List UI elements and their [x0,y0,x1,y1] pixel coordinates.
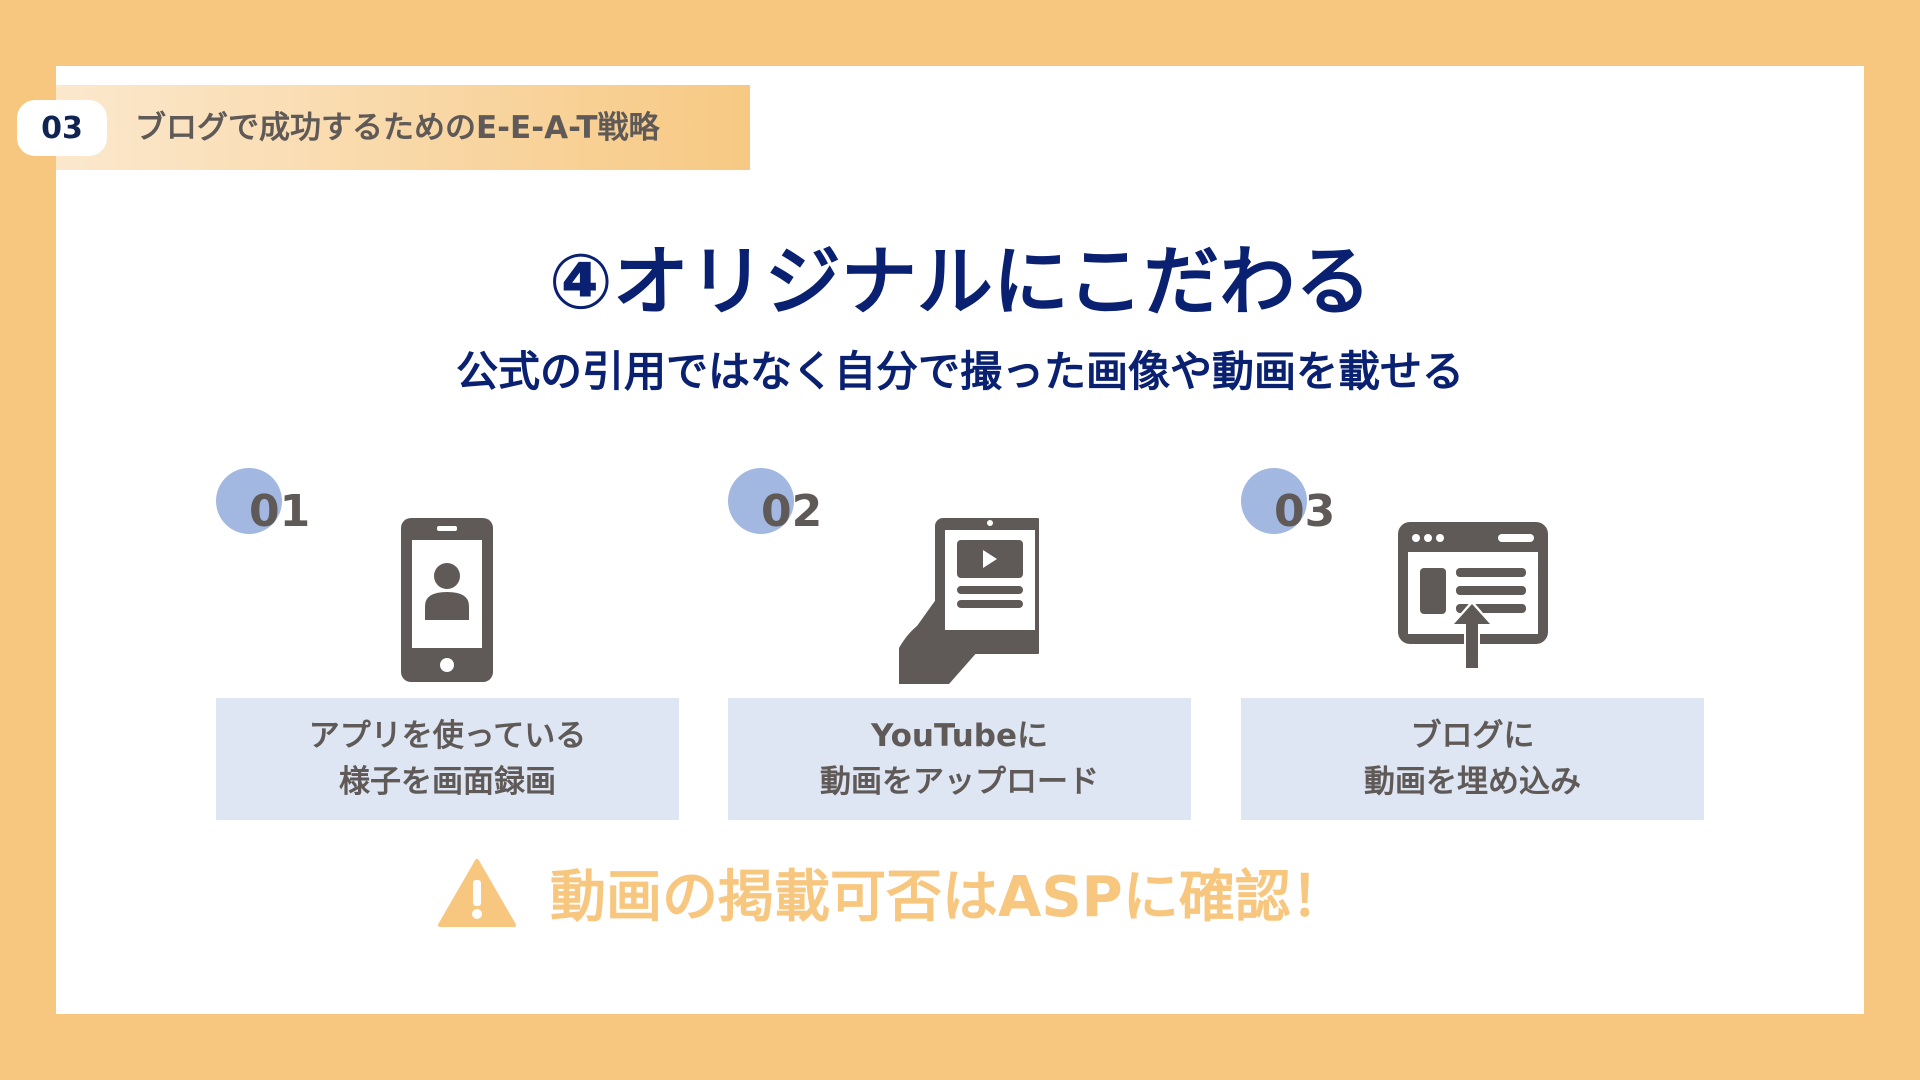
step-2: 02 YouTubeに 動画をアップロード [728,466,1191,820]
slide-title: ④オリジナルにこだわる [548,237,1372,326]
slide-subtitle: 公式の引用ではなく自分で撮った画像や動画を載せる [455,347,1464,396]
browser-upload-icon [1398,522,1548,670]
step-card: ブログに 動画を埋め込み [1241,698,1704,820]
section-title: ブログで成功するためのE-E-A-T戦略 [135,110,660,146]
step-number: 01 [249,486,311,537]
step-text-line2: 様子を画面録画 [339,764,556,800]
smartphone-person-icon [401,518,493,682]
step-text-line1: YouTubeに [871,718,1048,754]
step-3: 03 ブログに 動画を埋め込み [1241,466,1704,820]
step-card: アプリを使っている 様子を画面録画 [216,698,679,820]
step-card: YouTubeに 動画をアップロード [728,698,1191,820]
step-text-line1: アプリを使っている [308,718,587,754]
warning-icon [438,858,516,927]
step-circle [728,468,794,534]
step-text-line2: 動画を埋め込み [1364,764,1581,800]
warning-text: 動画の掲載可否はASPに確認！ [550,865,1347,930]
step-text-line1: ブログに [1410,718,1535,754]
warning-note: 動画の掲載可否はASPに確認！ [438,852,1347,933]
section-header-band [56,85,750,170]
step-number: 03 [1274,486,1336,537]
tablet-video-hand-icon [899,518,1039,684]
section-number-badge: 03 [17,100,107,156]
step-1: 01 アプリを使っている 様子を画面録画 [216,466,679,820]
step-circle [216,468,282,534]
step-circle [1241,468,1307,534]
step-number: 02 [761,486,823,537]
step-text-line2: 動画をアップロード [820,764,1099,800]
